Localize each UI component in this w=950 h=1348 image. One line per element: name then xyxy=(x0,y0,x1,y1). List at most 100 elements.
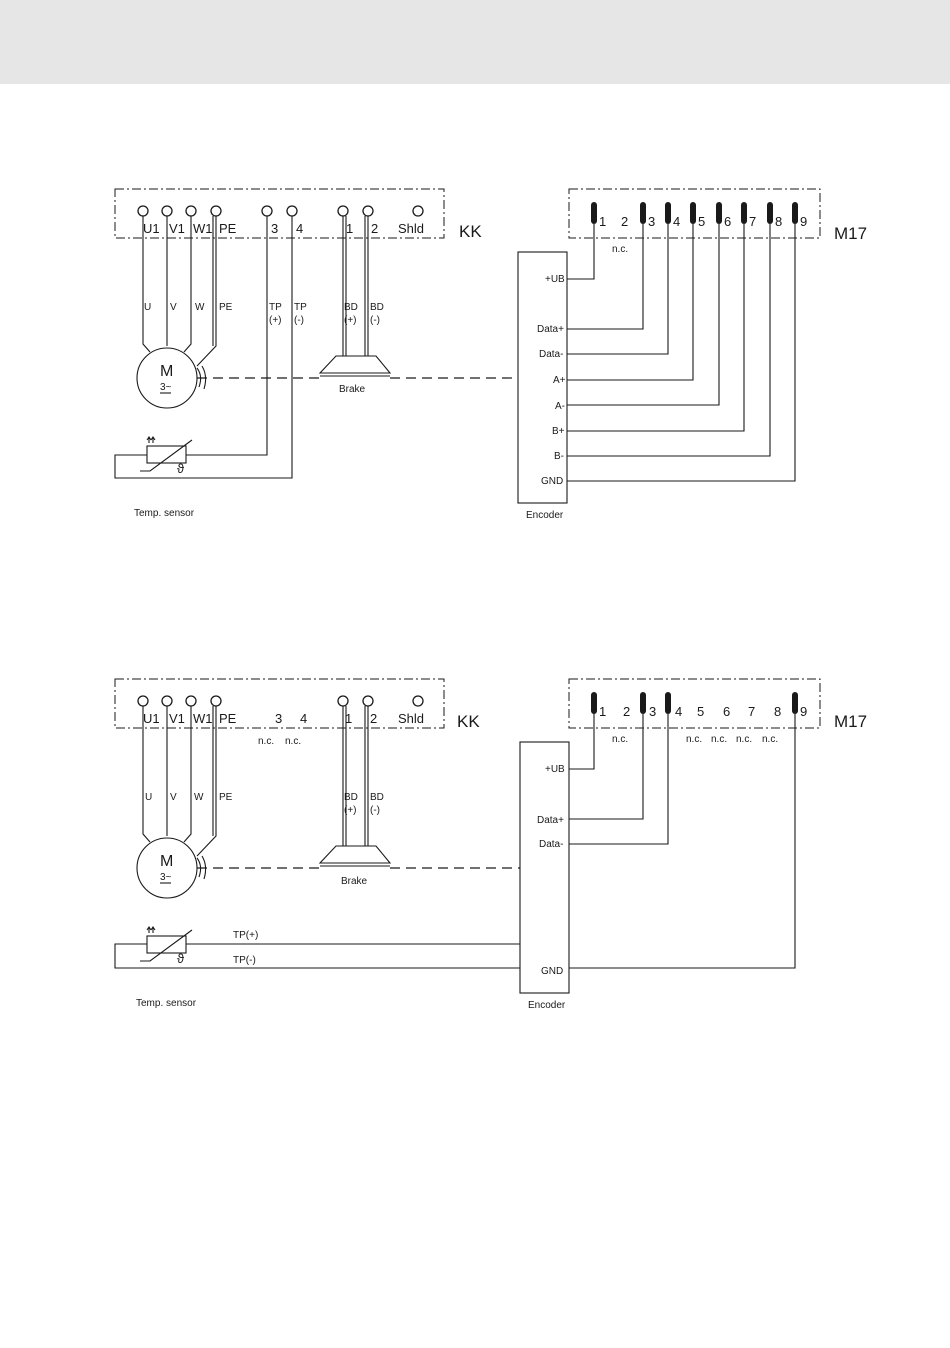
m17-label: M17 xyxy=(834,712,867,731)
encoder-label: Encoder xyxy=(528,1000,566,1011)
brake-wires xyxy=(342,216,369,356)
encoder-signal-data-minus: Data- xyxy=(539,839,563,850)
kk-terminal-pe xyxy=(210,695,222,707)
m17-pin-9 xyxy=(792,692,798,714)
kk-terminal-label: Shld xyxy=(398,711,424,726)
m17-pin-label: 5 xyxy=(698,214,705,229)
motor-label: M xyxy=(160,853,173,870)
kk-terminal-label: 4 xyxy=(300,711,307,726)
m17-nc-label: n.c. xyxy=(612,244,628,255)
wire-label-u: U xyxy=(144,302,151,313)
m17-connector-housing xyxy=(568,678,821,729)
m17-nc-label: n.c. xyxy=(612,734,628,745)
wire-label-v: V xyxy=(170,302,177,313)
theta-symbol: ϑ xyxy=(177,461,185,476)
theta-symbol: ϑ xyxy=(177,951,185,966)
brake-symbol xyxy=(318,845,392,867)
m17-pin-label: 3 xyxy=(648,214,655,229)
encoder-box xyxy=(519,741,570,994)
temp-sensor-wires xyxy=(114,216,293,479)
m17-pin-1 xyxy=(591,202,597,224)
kk-connector-housing xyxy=(114,188,445,239)
wire-label-bd-minus: BD xyxy=(370,302,384,313)
wiring-diagram-1: KK U1 V1 W1 PE 3 4 1 2 Shld U V W PE M 3… xyxy=(114,188,867,521)
kk-terminal-v1 xyxy=(161,695,173,707)
m17-pin-label: 7 xyxy=(749,214,756,229)
temp-sensor-label: Temp. sensor xyxy=(136,998,197,1009)
m17-pin-label: 2 xyxy=(621,214,628,229)
encoder-signal-gnd: GND xyxy=(541,476,563,487)
m17-pin-label: 8 xyxy=(775,214,782,229)
wire-label-bd-plus: BD xyxy=(344,302,358,313)
kk-terminal-label: 3 xyxy=(271,221,278,236)
brake-label: Brake xyxy=(339,384,366,395)
wire-label-u: U xyxy=(145,792,152,803)
encoder-wires xyxy=(569,714,796,969)
m17-pin-8 xyxy=(767,202,773,224)
brake-wires xyxy=(342,706,369,846)
wire-label-bd-plus-sign: (+) xyxy=(344,805,357,816)
kk-terminal-label: 2 xyxy=(371,221,378,236)
kk-nc-label: n.c. xyxy=(258,736,274,747)
encoder-signal-ub: +UB xyxy=(545,764,565,775)
kk-terminal-pe xyxy=(210,205,222,217)
encoder-signal-data-minus: Data- xyxy=(539,349,563,360)
wire-label-bd-plus: BD xyxy=(344,792,358,803)
kk-terminal-1 xyxy=(337,205,349,217)
wire-label-bd-minus: BD xyxy=(370,792,384,803)
m17-pin-5 xyxy=(690,202,696,224)
wire-label-tp-plus: TP(+) xyxy=(233,930,258,941)
kk-terminal-1 xyxy=(337,695,349,707)
wire-label-tp-plus: TP xyxy=(269,302,282,313)
m17-pin-label: 6 xyxy=(723,704,730,719)
wire-label-w: W xyxy=(194,792,204,803)
encoder-signal-data-plus: Data+ xyxy=(537,324,564,335)
temp-sensor-wires xyxy=(114,943,520,969)
kk-terminal-label: PE xyxy=(219,221,237,236)
kk-nc-label: n.c. xyxy=(285,736,301,747)
m17-pin-1 xyxy=(591,692,597,714)
kk-terminal-label: U1 xyxy=(143,221,160,236)
kk-terminal-label: U1 xyxy=(143,711,160,726)
kk-terminal-label: 3 xyxy=(275,711,282,726)
m17-nc-label: n.c. xyxy=(736,734,752,745)
kk-terminal-2 xyxy=(362,695,374,707)
kk-label: KK xyxy=(457,712,480,731)
m17-pin-label: 3 xyxy=(649,704,656,719)
m17-nc-label: n.c. xyxy=(762,734,778,745)
m17-pin-4 xyxy=(665,202,671,224)
kk-terminal-w1 xyxy=(185,695,197,707)
wire-label-tp-minus-sign: (-) xyxy=(294,315,304,326)
encoder-wires xyxy=(567,224,796,482)
m17-connector-housing xyxy=(568,188,821,239)
brake-symbol xyxy=(318,355,392,377)
m17-pin-label: 6 xyxy=(724,214,731,229)
encoder-signal-gnd: GND xyxy=(541,966,563,977)
kk-terminal-shld xyxy=(412,205,424,217)
brake-label: Brake xyxy=(341,876,368,887)
m17-pin-4 xyxy=(665,692,671,714)
wire-label-tp-minus: TP(-) xyxy=(233,955,256,966)
kk-connector-housing xyxy=(114,678,445,729)
wire-label-pe: PE xyxy=(219,302,233,313)
kk-terminal-shld xyxy=(412,695,424,707)
kk-terminal-label: 2 xyxy=(370,711,377,726)
encoder-signal-a-minus: A- xyxy=(555,401,565,412)
m17-pin-label: 4 xyxy=(673,214,680,229)
m17-pin-label: 5 xyxy=(697,704,704,719)
motor-wires xyxy=(142,706,217,857)
motor-wires xyxy=(142,216,217,367)
m17-nc-label: n.c. xyxy=(686,734,702,745)
motor-phase-label: 3~ xyxy=(160,382,172,393)
encoder-signal-ub: +UB xyxy=(545,274,565,285)
m17-pin-3 xyxy=(640,692,646,714)
kk-terminal-label: V1 xyxy=(169,221,185,236)
wire-label-bd-plus-sign: (+) xyxy=(344,315,357,326)
m17-pin-7 xyxy=(741,202,747,224)
wire-label-tp-plus-sign: (+) xyxy=(269,315,282,326)
kk-terminal-label: 1 xyxy=(346,221,353,236)
temp-sensor-symbol xyxy=(140,926,193,962)
m17-pins xyxy=(591,202,798,224)
page-header-band xyxy=(0,0,950,84)
m17-pin-9 xyxy=(792,202,798,224)
